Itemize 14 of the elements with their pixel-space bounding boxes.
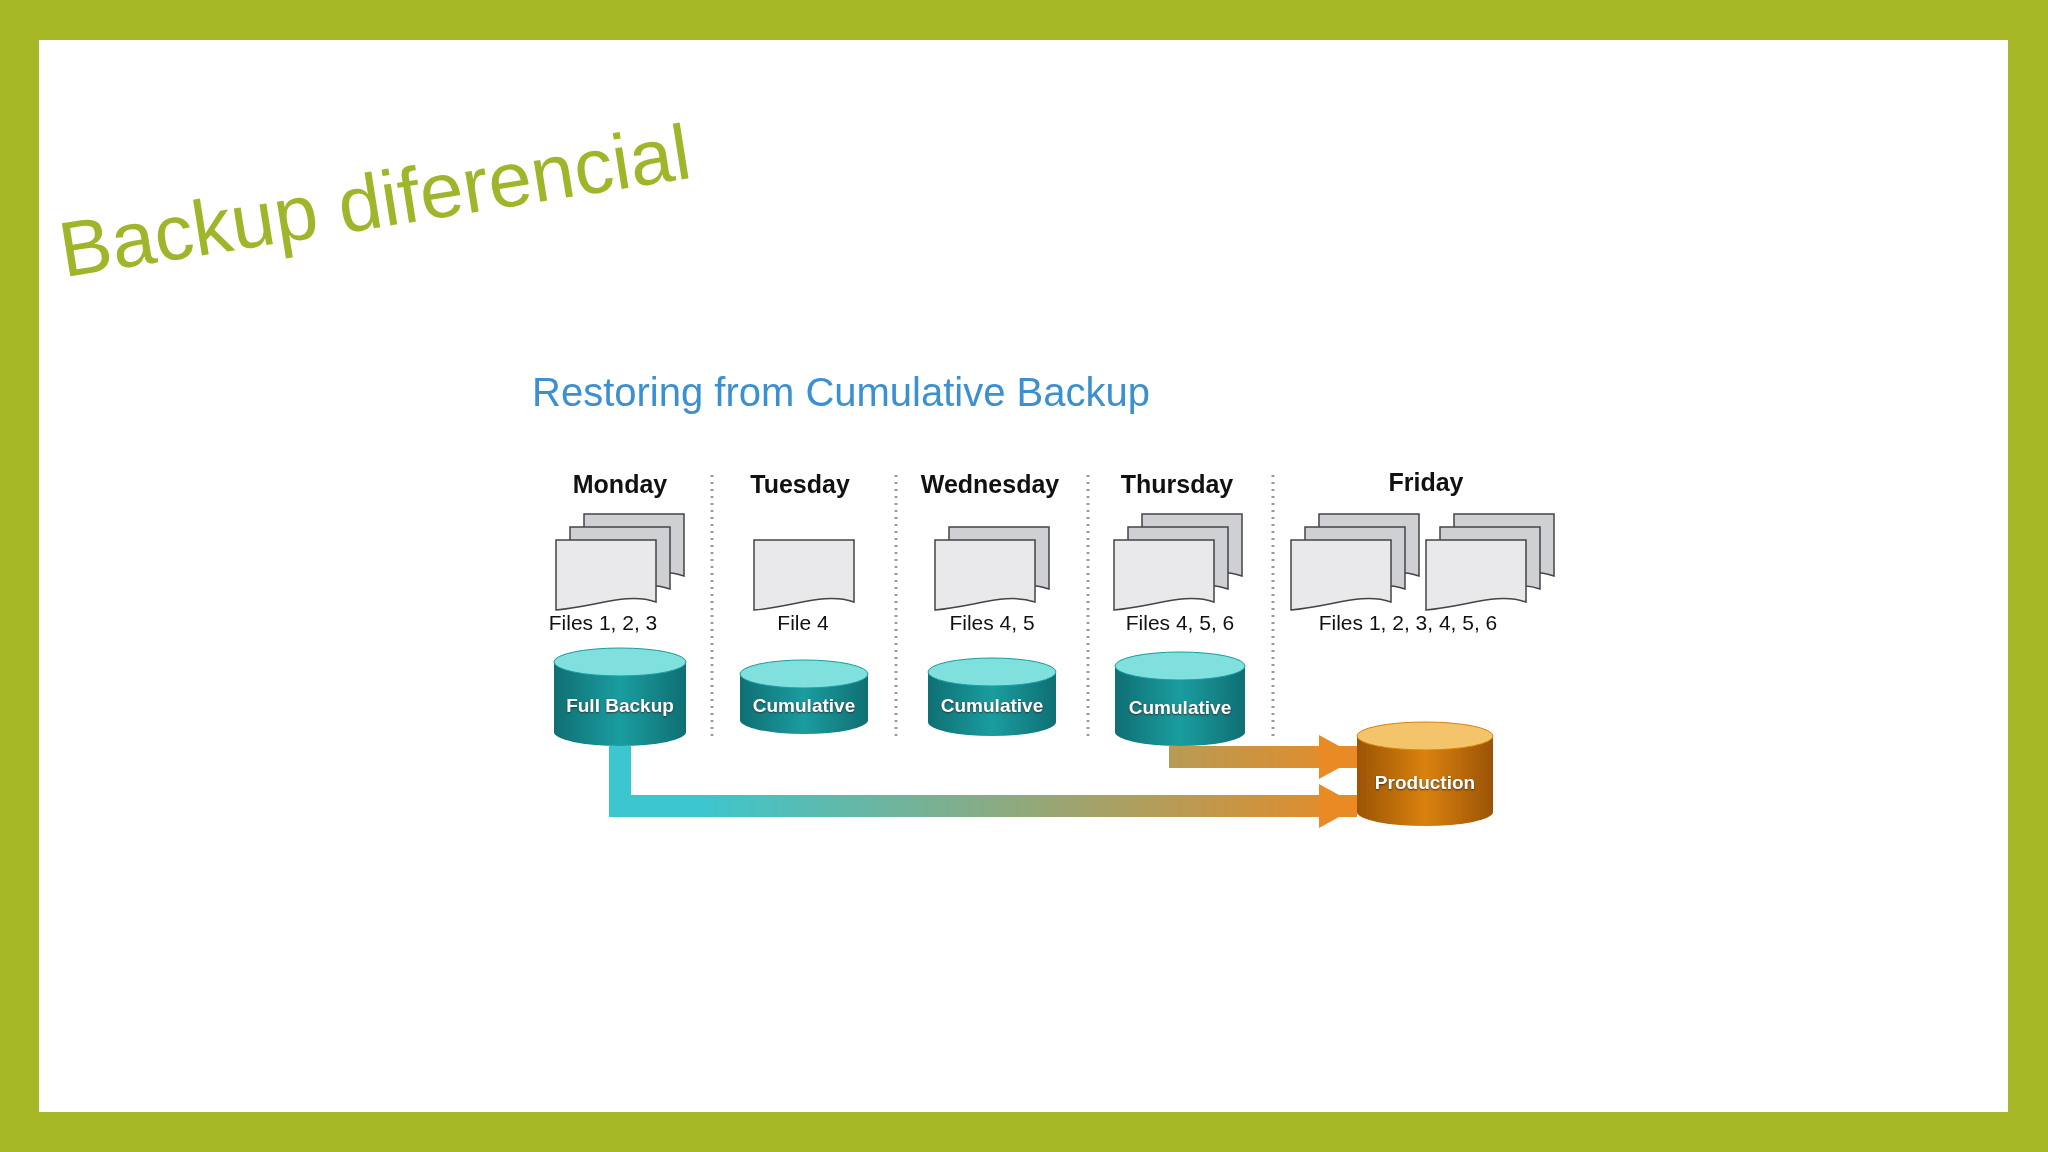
file-list-text: Files 4, 5, 6 [1125,611,1235,635]
day-heading: Thursday [1120,470,1234,499]
day-heading: Tuesday [750,470,850,499]
file-list-text: Files 1, 2, 3 [548,611,658,635]
file-list-text: Files 4, 5 [949,611,1035,635]
arrow [1169,735,1359,779]
slide-title: Backup diferencial [52,106,697,296]
diagram-subtitle: Restoring from Cumulative Backup [532,370,1151,415]
day-heading: Wednesday [920,470,1060,499]
file-list-text: File 4 [777,611,829,635]
day-heading: Friday [1388,468,1464,497]
day-heading: Monday [572,470,668,499]
arrow [609,746,1359,828]
file-list-text: Files 1, 2, 3, 4, 5, 6 [1318,611,1498,635]
